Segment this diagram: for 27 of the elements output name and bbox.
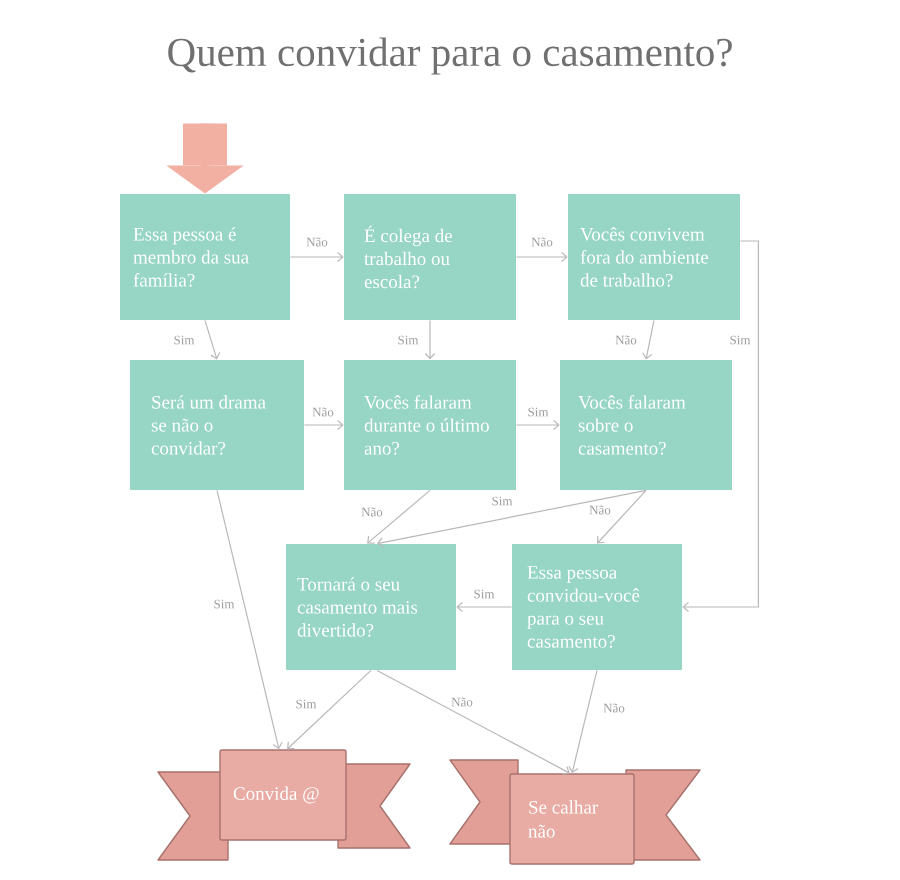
arrow bbox=[424, 319, 436, 360]
arrow bbox=[204, 319, 221, 360]
arrow bbox=[289, 251, 344, 263]
arrow bbox=[597, 489, 647, 544]
arrow bbox=[515, 419, 560, 431]
arrow bbox=[682, 240, 759, 613]
arrow bbox=[376, 669, 570, 776]
question-box: Vocês falaram durante o último ano? bbox=[344, 360, 516, 490]
title: Quem convidar para o casamento? bbox=[168, 37, 732, 75]
arrow bbox=[568, 669, 598, 774]
ribbon-banner: Convida @ bbox=[157, 749, 411, 861]
arrow bbox=[303, 419, 344, 431]
arrow bbox=[367, 489, 431, 544]
ribbon-banner: Se calhar não bbox=[449, 759, 701, 865]
arrow bbox=[642, 319, 655, 360]
arrow bbox=[216, 489, 283, 750]
question-box: Será um drama se não o convidar? bbox=[130, 360, 304, 490]
question-box: Vocês falaram sobre o casamento? bbox=[560, 360, 732, 490]
arrow bbox=[515, 251, 568, 263]
question-box: Tornará o seu casamento mais divertido? bbox=[286, 544, 456, 670]
arrow bbox=[287, 669, 372, 750]
question-box: É colega de trabalho ou escola? bbox=[344, 194, 516, 320]
question-box: Essa pessoa é membro da sua família? bbox=[120, 194, 290, 320]
question-box: Vocês convivem fora do ambiente de trabalho? bbox=[568, 194, 740, 320]
arrow bbox=[377, 489, 647, 548]
arrow bbox=[456, 601, 513, 613]
question-box: Essa pessoa convidou-você para o seu casamento? bbox=[512, 544, 682, 670]
